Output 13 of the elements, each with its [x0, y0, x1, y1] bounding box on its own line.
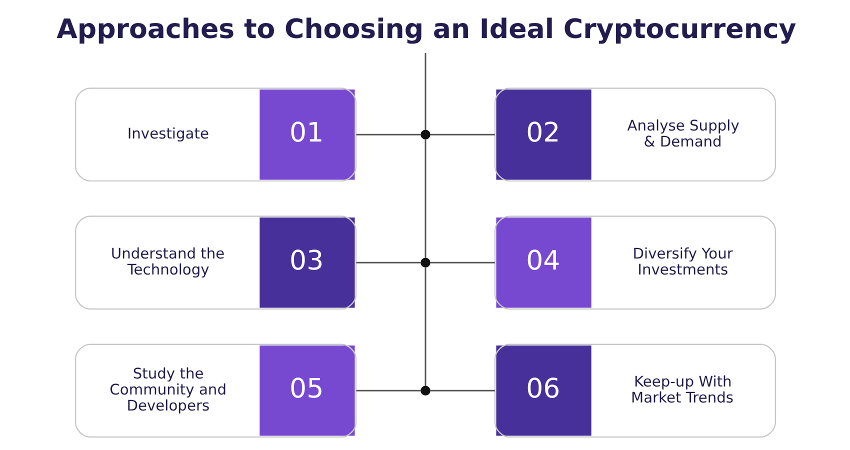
diagram-title: Approaches to Choosing an Ideal Cryptocurrency — [56, 14, 796, 46]
node-circle — [420, 130, 430, 140]
connector — [430, 390, 494, 392]
connector — [356, 390, 421, 392]
connector — [430, 262, 494, 264]
node-circle — [420, 386, 430, 396]
connector — [356, 134, 421, 136]
node-circle — [420, 258, 430, 268]
connector — [424, 52, 426, 130]
connector — [424, 266, 426, 386]
connector — [424, 138, 426, 258]
connector — [356, 262, 421, 264]
connector — [430, 134, 494, 136]
